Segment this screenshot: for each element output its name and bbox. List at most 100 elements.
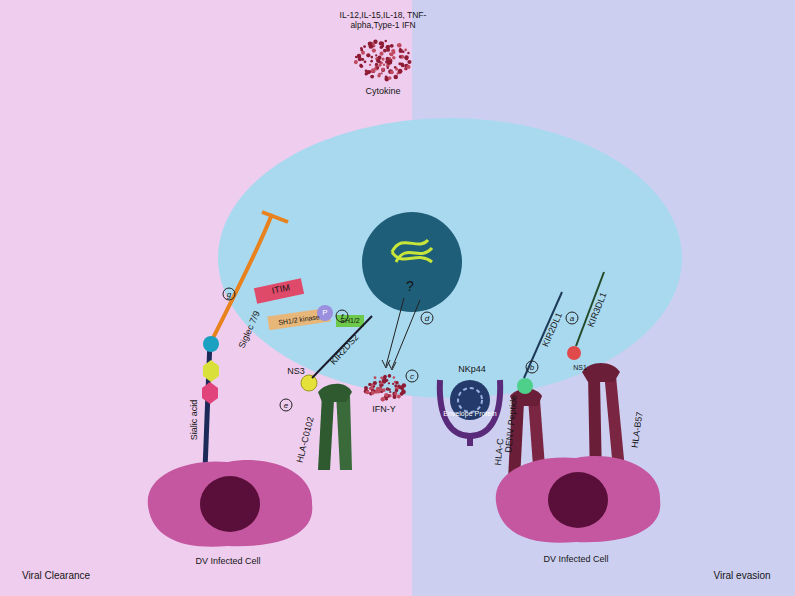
cytokine-dot bbox=[365, 72, 368, 75]
callout-letter: b bbox=[526, 361, 539, 374]
cell-nucleus bbox=[200, 476, 260, 532]
cell-label: DV Infected Cell bbox=[130, 556, 326, 566]
cytokine-dot bbox=[406, 65, 410, 69]
cytokine-dot bbox=[368, 383, 371, 386]
cytokine-dot bbox=[393, 376, 396, 379]
cytokine-dot bbox=[390, 44, 394, 48]
cytokine-dot bbox=[359, 64, 362, 67]
cytokine-dot bbox=[376, 59, 380, 63]
cytokine-dot bbox=[399, 385, 403, 389]
cytokine-dot bbox=[360, 65, 364, 69]
cytokine-dot bbox=[379, 41, 383, 45]
cytokine-dot bbox=[354, 60, 358, 64]
cytokine-dot bbox=[384, 40, 386, 42]
cell-nucleus bbox=[548, 472, 608, 528]
cytokine-dot bbox=[388, 76, 392, 80]
cytokine-dot bbox=[387, 61, 391, 65]
cytokine-dot bbox=[383, 64, 385, 66]
cytokine-dot bbox=[387, 66, 389, 68]
callout-letter: e bbox=[280, 399, 293, 412]
cytokine-dot bbox=[380, 376, 383, 379]
cell-membrane bbox=[496, 456, 661, 543]
cytokine-list: IL-12,IL-15,IL-18, TNF- alpha,Type-1 IFN bbox=[335, 10, 431, 30]
cytokine-dot bbox=[395, 381, 398, 384]
cytokine-dot bbox=[370, 56, 373, 59]
cytokine-dot bbox=[395, 389, 398, 392]
callout-letter: f bbox=[336, 310, 349, 323]
cytokine-dot bbox=[378, 64, 381, 67]
siglec bbox=[202, 212, 364, 470]
cytokine-dot bbox=[375, 54, 377, 56]
cytokine-dot bbox=[380, 382, 383, 385]
cytokine-dot bbox=[376, 66, 379, 69]
label: IFN-Y bbox=[372, 405, 396, 415]
cytokine-dot bbox=[365, 390, 369, 394]
label: Envelope Protein bbox=[443, 410, 496, 418]
cytokine-dot bbox=[399, 48, 401, 50]
cell-label: DV Infected Cell bbox=[478, 554, 674, 564]
cytokine-dot bbox=[391, 49, 395, 53]
label: NS3 bbox=[287, 367, 305, 377]
cytokine-dot bbox=[372, 44, 376, 48]
cytokine-dot bbox=[380, 46, 383, 49]
cytokine-dot bbox=[372, 48, 376, 52]
cytokine-dot bbox=[378, 73, 381, 76]
dna bbox=[392, 240, 432, 262]
infected-cell: DV Infected Cell bbox=[478, 444, 674, 564]
cytokine-dot bbox=[404, 55, 409, 60]
cytokine-dot bbox=[400, 62, 404, 66]
cytokine-dot bbox=[399, 49, 403, 53]
cytokine-dot bbox=[361, 51, 365, 55]
cell-body bbox=[130, 448, 326, 566]
cytokine-dot bbox=[368, 42, 373, 47]
cytokine-dot bbox=[398, 69, 403, 74]
cytokine-dot bbox=[398, 385, 400, 387]
infected-cell: DV Infected Cell bbox=[130, 448, 326, 566]
cytokine-dot bbox=[355, 56, 358, 59]
callout-letter: g bbox=[223, 288, 236, 301]
cytokine-dot bbox=[371, 68, 375, 72]
cytokine-dot bbox=[392, 383, 394, 385]
cytokine-dot bbox=[395, 68, 398, 71]
label: Sialic acid bbox=[190, 400, 200, 441]
cytokine-dot bbox=[385, 75, 388, 78]
cytokine-dot bbox=[366, 53, 370, 57]
cytokine-dot bbox=[371, 391, 375, 395]
cytokine-dot bbox=[364, 60, 367, 63]
label: ? bbox=[406, 279, 414, 294]
label: SH1/2 bbox=[340, 317, 359, 325]
cytokine-dot bbox=[383, 49, 387, 53]
hla-b57 bbox=[567, 272, 626, 480]
cytokine-dot bbox=[388, 388, 391, 391]
label: NS1 bbox=[573, 364, 587, 372]
cytokine-dot bbox=[373, 381, 377, 385]
hla-c0102 bbox=[301, 316, 372, 470]
node-label: Cytokine bbox=[328, 86, 438, 96]
label: NKp44 bbox=[458, 365, 486, 375]
cytokine-dot bbox=[381, 68, 385, 72]
cytokine-dot bbox=[382, 388, 386, 392]
cytokine-dot bbox=[389, 391, 391, 393]
cytokine-dot bbox=[374, 376, 377, 379]
cytokine-dot bbox=[385, 398, 388, 401]
cytokine-blob bbox=[328, 30, 438, 86]
cytokine-dot bbox=[370, 60, 373, 63]
cytokine-dot bbox=[388, 374, 392, 378]
label: Viral Clearance bbox=[22, 570, 90, 581]
cytokine-dot bbox=[405, 56, 408, 59]
cytokine-dot bbox=[383, 375, 387, 379]
cytokine-dot bbox=[392, 395, 396, 399]
label: Viral evasion bbox=[713, 570, 770, 581]
cytokine-cluster: IL-12,IL-15,IL-18, TNF- alpha,Type-1 IFN… bbox=[328, 10, 438, 96]
cell-body bbox=[478, 444, 674, 564]
callout-letter: a bbox=[566, 312, 579, 325]
cytokine-dot bbox=[382, 58, 385, 61]
nk-cell bbox=[218, 118, 682, 398]
cytokine-dot bbox=[363, 45, 366, 48]
ifn-arrows bbox=[382, 298, 420, 370]
cytokine-dot bbox=[386, 45, 390, 49]
cytokine-dot bbox=[373, 40, 377, 44]
cytokine-dot bbox=[397, 43, 402, 48]
cytokine-dot bbox=[381, 68, 385, 72]
cytokine-dot bbox=[384, 393, 388, 397]
